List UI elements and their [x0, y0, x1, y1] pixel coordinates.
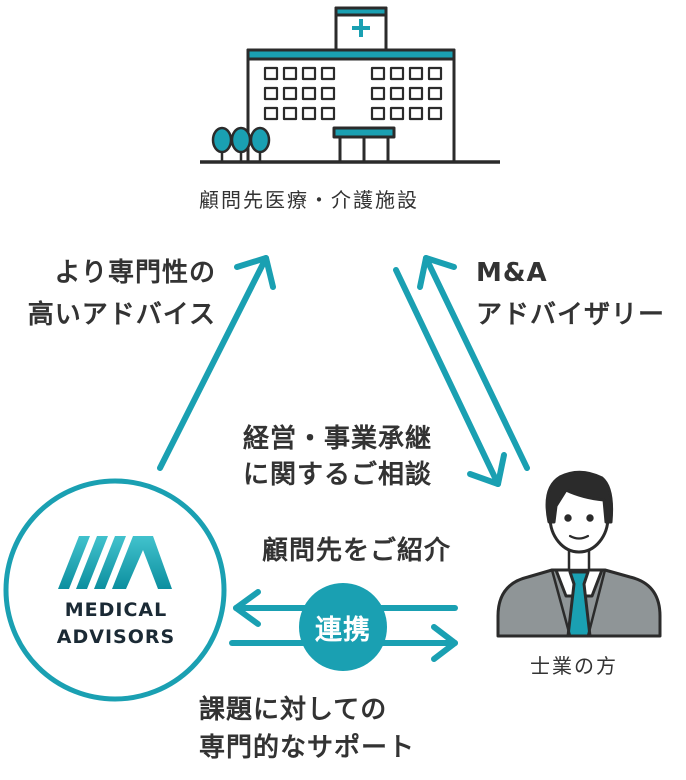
professional-label: 士業の方 — [530, 654, 618, 678]
logo-mark-icon — [58, 536, 172, 589]
advice-label-line2: 高いアドバイス — [27, 300, 216, 330]
arrow-ma — [417, 255, 530, 471]
arrow-consult — [393, 267, 507, 487]
advice-label-line1: より専門性の — [54, 258, 216, 288]
logo-text-advisors: ADVISORS — [56, 626, 176, 648]
collaboration-badge: 連携 — [299, 583, 387, 671]
ma-label-line1: M&A — [476, 258, 548, 288]
ma-label-line2: アドバイザリー — [476, 300, 666, 330]
consult-label-line1: 経営・事業承継 — [243, 424, 433, 454]
hospital-icon — [200, 6, 500, 164]
medical-advisors-logo — [3, 478, 227, 702]
support-label-line2: 専門的なサポート — [199, 733, 416, 763]
referral-label: 顧問先をご紹介 — [262, 536, 452, 566]
support-label-line1: 課題に対しての — [199, 695, 388, 725]
businessman-icon — [496, 470, 662, 638]
consult-label-line2: に関するご相談 — [243, 460, 433, 490]
logo-text-medical: MEDICAL — [64, 599, 168, 621]
facility-label: 顧問先医療・介護施設 — [199, 188, 419, 212]
arrow-advice — [157, 255, 276, 471]
